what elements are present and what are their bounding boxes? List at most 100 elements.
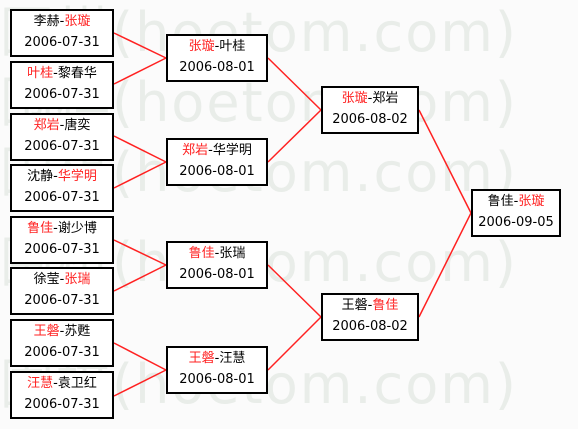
separator: - [59,272,65,287]
player-name: 徐莹 [33,272,60,287]
match-players: 徐莹-张瑞 [12,269,112,290]
match-date: 2006-08-01 [179,372,255,387]
bracket-line [267,316,322,371]
separator: - [59,14,65,29]
match-date: 2006-07-31 [24,190,100,205]
bracket-line [113,57,167,85]
player-name: 郑岩 [182,143,209,158]
player-name: 苏甦 [64,324,91,339]
player-name: 华学明 [212,143,252,158]
separator: - [59,118,65,133]
match-date: 2006-08-02 [332,319,408,334]
player-name: 黎春华 [57,66,97,81]
match-players: 鲁佳-张璇 [473,191,559,212]
match-players: 张璇-郑岩 [323,88,417,109]
bracket-line [113,264,167,292]
match-box-r1-4: 沈静-华学明 2006-07-31 [10,164,114,212]
match-players: 王磐-汪慧 [168,348,266,369]
player-name: 袁卫红 [57,376,97,391]
match-players: 汪慧-袁卫红 [12,373,112,394]
player-name: 王磐 [33,324,60,339]
separator: - [59,324,65,339]
match-date: 2006-08-01 [179,60,255,75]
bracket-line [113,369,167,397]
player-name: 李赫 [33,14,60,29]
match-box-r1-6: 徐莹-张瑞 2006-07-31 [10,267,114,315]
match-box-r1-7: 王磐-苏甦 2006-07-31 [10,319,114,367]
separator: - [214,39,220,54]
match-players: 郑岩-华学明 [168,140,266,161]
bracket-line [267,57,322,111]
match-box-r2-2: 郑岩-华学明 2006-08-01 [166,138,268,186]
match-players: 郑岩-唐奕 [12,115,112,136]
match-box-r3-1: 张璇-郑岩 2006-08-02 [321,86,419,134]
player-name: 王磐 [188,351,215,366]
separator: - [214,351,220,366]
match-date: 2006-09-05 [478,215,554,230]
player-name: 张瑞 [219,246,246,261]
separator: - [208,143,213,158]
match-date: 2006-07-31 [24,242,100,257]
player-name: 叶桂 [219,39,246,54]
match-box-r1-3: 郑岩-唐奕 2006-07-31 [10,113,114,161]
match-date: 2006-08-01 [179,164,255,179]
match-players: 王磐-鲁佳 [323,295,417,316]
match-date: 2006-08-02 [332,112,408,127]
bracket-line [113,342,167,371]
player-name: 郑岩 [33,118,60,133]
separator: - [367,298,373,313]
separator: - [53,221,58,236]
separator: - [513,194,519,209]
separator: - [214,246,220,261]
match-date: 2006-07-31 [24,293,100,308]
match-box-r1-5: 鲁佳-谢少博 2006-07-31 [10,216,114,264]
separator: - [53,376,58,391]
player-name: 郑岩 [372,91,399,106]
bracket-line [267,264,322,318]
bracket-line [418,109,472,214]
bracket-line [113,239,167,266]
bracket-line [418,212,472,318]
player-name: 谢少博 [57,221,97,236]
player-name: 唐奕 [64,118,91,133]
match-date: 2006-07-31 [24,87,100,102]
bracket-line [267,109,322,163]
match-box-r2-3: 鲁佳-张瑞 2006-08-01 [166,241,268,289]
player-name: 汪慧 [27,376,54,391]
match-date: 2006-08-01 [179,267,255,282]
bracket-line [113,135,167,163]
player-name: 鲁佳 [487,194,514,209]
match-box-final: 鲁佳-张璇 2006-09-05 [471,189,561,237]
bracket-line [113,161,167,189]
player-name: 张璇 [518,194,545,209]
match-date: 2006-07-31 [24,139,100,154]
match-players: 鲁佳-谢少博 [12,218,112,239]
player-name: 叶桂 [27,66,54,81]
player-name: 张瑞 [64,272,91,287]
separator: - [367,91,373,106]
match-box-r1-8: 汪慧-袁卫红 2006-07-31 [10,371,114,419]
player-name: 鲁佳 [188,246,215,261]
bracket-line [113,32,167,59]
player-name: 华学明 [57,169,97,184]
player-name: 汪慧 [219,351,246,366]
match-box-r2-4: 王磐-汪慧 2006-08-01 [166,346,268,394]
match-box-r1-2: 叶桂-黎春华 2006-07-31 [10,61,114,109]
match-players: 沈静-华学明 [12,166,112,187]
match-players: 王磐-苏甦 [12,321,112,342]
player-name: 王磐 [341,298,368,313]
match-date: 2006-07-31 [24,397,100,412]
separator: - [53,169,58,184]
match-box-r2-1: 张璇-叶桂 2006-08-01 [166,34,268,82]
player-name: 张璇 [64,14,91,29]
match-box-r1-1: 李赫-张璇 2006-07-31 [10,9,114,57]
match-players: 叶桂-黎春华 [12,63,112,84]
player-name: 鲁佳 [27,221,54,236]
match-box-r3-2: 王磐-鲁佳 2006-08-02 [321,293,419,341]
player-name: 张璇 [341,91,368,106]
player-name: 沈静 [27,169,54,184]
match-players: 鲁佳-张瑞 [168,243,266,264]
match-date: 2006-07-31 [24,345,100,360]
player-name: 张璇 [188,39,215,54]
